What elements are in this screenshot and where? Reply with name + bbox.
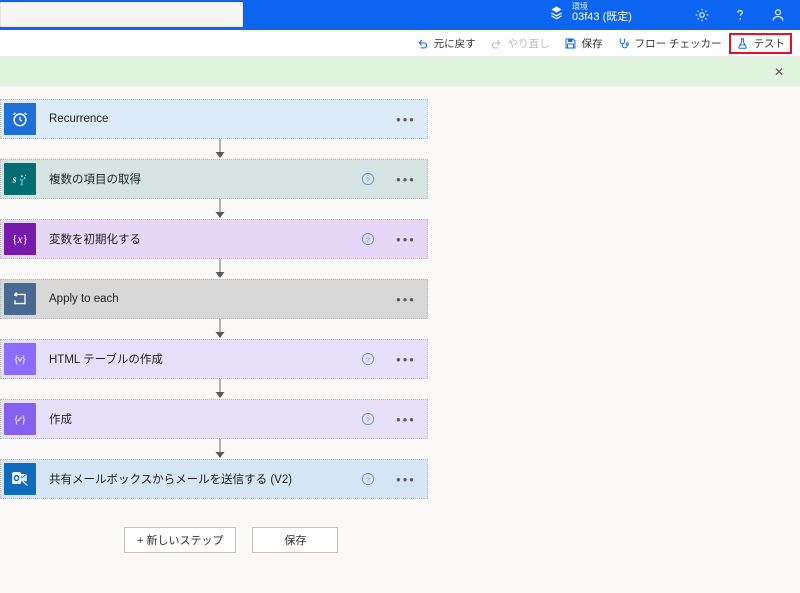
svg-text:?: ?: [366, 177, 370, 184]
flow-card-title: 複数の項目の取得: [49, 174, 141, 186]
help-circle-icon[interactable]: ?: [361, 472, 375, 486]
create-html-table-icon: { }: [4, 343, 36, 375]
flow-card-menu-button[interactable]: •••: [396, 351, 416, 367]
undo-icon: [416, 37, 429, 50]
apply-to-each-loop-icon: [4, 283, 36, 315]
redo-button[interactable]: やり直し: [483, 33, 557, 54]
compose-icon: { }: [4, 403, 36, 435]
redo-icon: [490, 37, 503, 50]
recurrence-clock-icon: [4, 103, 36, 135]
outlook-icon: [4, 463, 36, 495]
svg-text:{ }: { }: [14, 354, 27, 365]
flow-card-get-items[interactable]: s 複数の項目の取得 ? •••: [0, 159, 428, 199]
undo-button[interactable]: 元に戻す: [409, 33, 483, 54]
flow-card-apply-to-each[interactable]: Apply to each •••: [0, 279, 428, 319]
flow-card-compose[interactable]: { } 作成 ? •••: [0, 399, 428, 439]
flow-connector: [0, 319, 428, 339]
canvas-action-buttons: + 新しいステップ 保存: [124, 527, 428, 553]
flow-card-title: HTML テーブルの作成: [49, 354, 163, 366]
flow-card-menu-button[interactable]: •••: [396, 171, 416, 187]
test-label: テスト: [753, 37, 786, 50]
flow-card-title: Recurrence: [49, 113, 109, 125]
flow-card-send-email-shared-mailbox[interactable]: 共有メールボックスからメールを送信する (V2) ? •••: [0, 459, 428, 499]
environment-selector[interactable]: 環境 03f43 (既定): [548, 2, 632, 24]
environment-icon: [548, 4, 565, 21]
flow-canvas: Recurrence ••• s 複数の項: [0, 87, 800, 593]
stethoscope-icon: [617, 37, 630, 50]
svg-text:{ }: { }: [14, 414, 27, 425]
test-button[interactable]: テスト: [728, 32, 792, 54]
flow-card-menu-button[interactable]: •••: [396, 471, 416, 487]
initialize-variable-icon: {x}: [4, 223, 36, 255]
flow-connector: [0, 379, 428, 399]
help-circle-icon[interactable]: ?: [361, 232, 375, 246]
flow-steps-column: Recurrence ••• s 複数の項: [0, 99, 428, 553]
new-step-button[interactable]: + 新しいステップ: [124, 527, 237, 553]
flow-card-menu-button[interactable]: •••: [396, 231, 416, 247]
flow-card-title: Apply to each: [49, 293, 119, 305]
flow-card-menu-button[interactable]: •••: [396, 291, 416, 307]
help-circle-icon[interactable]: ?: [361, 172, 375, 186]
flow-checker-button[interactable]: フロー チェッカー: [610, 33, 729, 54]
flow-card-title: 共有メールボックスからメールを送信する (V2): [49, 474, 293, 486]
gear-icon[interactable]: [694, 7, 710, 23]
svg-text:?: ?: [366, 237, 370, 244]
save-disk-icon: [564, 37, 577, 50]
flow-checker-label: フロー チェッカー: [634, 37, 722, 50]
svg-text:?: ?: [366, 417, 370, 424]
flow-card-initialize-variable[interactable]: {x} 変数を初期化する ? •••: [0, 219, 428, 259]
svg-text:?: ?: [366, 357, 370, 364]
svg-text:{x}: {x}: [12, 234, 28, 246]
top-command-bar: 環境 03f43 (既定): [0, 0, 800, 30]
flow-connector: [0, 199, 428, 219]
flow-name-input[interactable]: [0, 2, 243, 27]
flow-card-title: 変数を初期化する: [49, 234, 141, 246]
undo-label: 元に戻す: [433, 37, 476, 50]
flow-connector: [0, 139, 428, 159]
help-circle-icon[interactable]: ?: [361, 412, 375, 426]
environment-label: 環境: [572, 2, 588, 11]
save-label: 保存: [581, 37, 603, 50]
flow-card-title: 作成: [49, 414, 72, 426]
notification-bar: ✕: [0, 57, 800, 87]
save-flow-button[interactable]: 保存: [252, 527, 339, 553]
flow-card-recurrence[interactable]: Recurrence •••: [0, 99, 428, 139]
flow-connector: [0, 259, 428, 279]
account-icon[interactable]: [770, 7, 786, 23]
notification-close-icon[interactable]: ✕: [773, 64, 784, 79]
flow-card-menu-button[interactable]: •••: [396, 111, 416, 127]
designer-toolbar: 元に戻す やり直し 保存 フロー チェッカー: [0, 30, 800, 57]
flow-connector: [0, 439, 428, 459]
flow-card-create-html-table[interactable]: { } HTML テーブルの作成 ? •••: [0, 339, 428, 379]
svg-text:?: ?: [366, 477, 370, 484]
flask-icon: [736, 37, 749, 50]
environment-value: 03f43 (既定): [572, 11, 632, 24]
svg-text:s: s: [12, 175, 17, 186]
sharepoint-icon: s: [4, 163, 36, 195]
help-circle-icon[interactable]: ?: [361, 352, 375, 366]
redo-label: やり直し: [507, 37, 550, 50]
save-button[interactable]: 保存: [557, 33, 610, 54]
help-icon[interactable]: [732, 7, 748, 23]
flow-card-menu-button[interactable]: •••: [396, 411, 416, 427]
